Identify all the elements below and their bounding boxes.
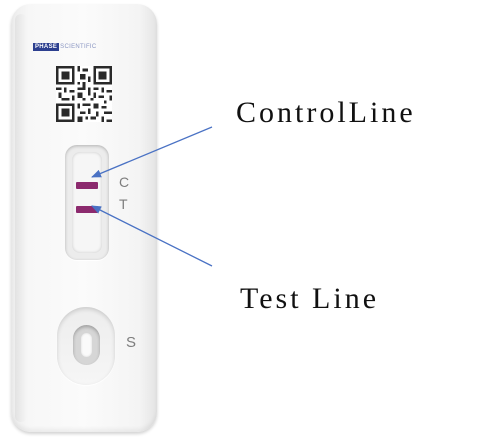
result-window	[65, 145, 109, 260]
test-mark: T	[119, 196, 128, 212]
control-band	[76, 182, 98, 189]
brand-logo-text: SCIENTIFIC	[60, 43, 97, 50]
test-band	[76, 206, 98, 213]
test-line-label: Test Line	[240, 282, 380, 315]
sample-mark: S	[126, 334, 137, 351]
qr-code-icon	[56, 66, 112, 122]
sample-well	[57, 307, 115, 385]
test-strip	[72, 152, 102, 253]
control-mark: C	[119, 174, 130, 190]
cassette-edge-shading	[15, 14, 27, 422]
sample-hole	[73, 325, 100, 365]
sample-slot	[81, 333, 92, 357]
brand-logo-box: PHASE	[33, 42, 60, 51]
control-line-label: ControlLine	[236, 96, 416, 129]
test-cassette: PHASE SCIENTIFIC C T	[11, 4, 157, 432]
brand-logo: PHASE SCIENTIFIC	[33, 41, 97, 52]
